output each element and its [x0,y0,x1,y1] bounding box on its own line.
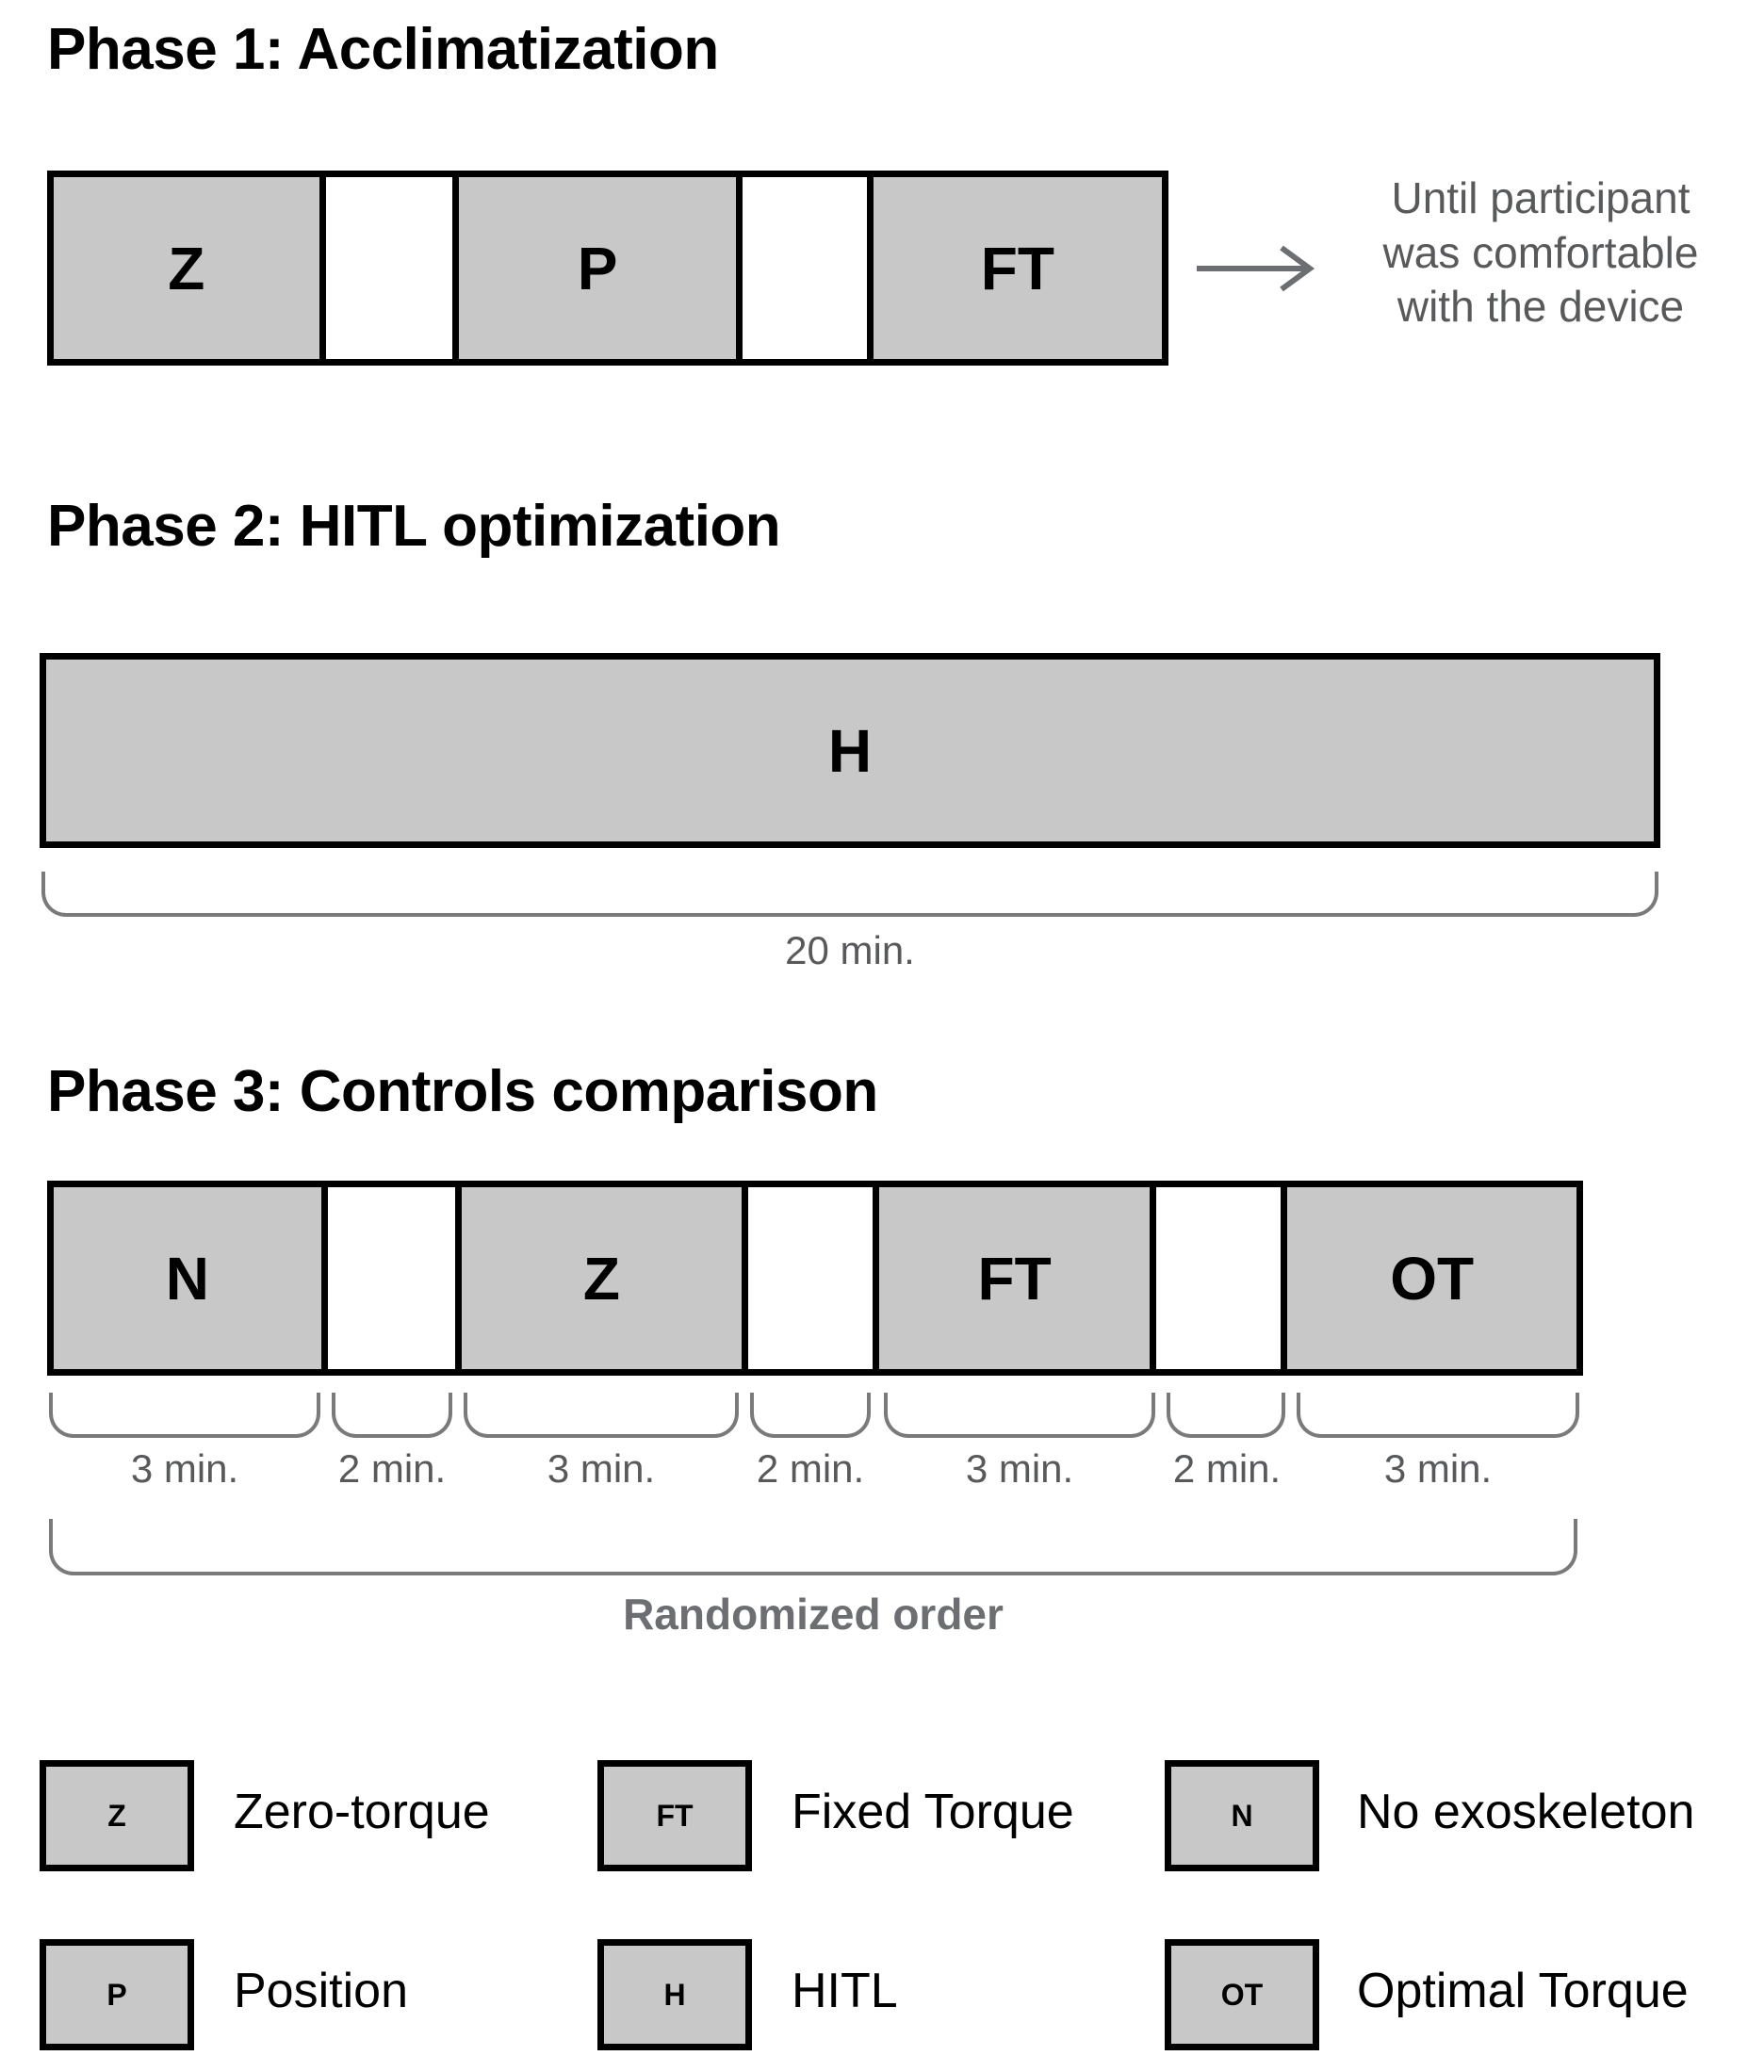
phase-3-brace-4 [750,1393,871,1438]
phase-3-brace-5 [884,1393,1155,1438]
legend-box-ft: FT [597,1760,752,1871]
phase-1-segment-gap-1[interactable] [325,177,459,359]
phase-3-segment-gap-3[interactable] [1155,1187,1288,1369]
legend-label-ot: Optimal Torque [1357,1964,1689,2018]
legend-box-ot: OT [1165,1939,1319,2050]
phase-3-brace-3 [464,1393,739,1438]
legend-label-n: No exoskeleton [1357,1785,1695,1839]
phase-1-segment-ft[interactable]: FT [873,177,1162,359]
phase-3-duration-label-5: 3 min. [965,1446,1074,1491]
phase-3-overall-label: Randomized order [623,1590,1004,1639]
phase-3-brace-1 [49,1393,320,1438]
phase-1-segment-p[interactable]: P [458,177,743,359]
legend-box-p: P [40,1939,194,2050]
phase-1-timeline-bar: Z P FT [47,171,1168,366]
phase-3-segment-gap-1[interactable] [327,1187,463,1369]
phase-1-segment-z[interactable]: Z [54,177,326,359]
phase-3-brace-7 [1297,1393,1579,1438]
phase-3-duration-label-2: 2 min. [337,1446,447,1491]
phase-3-title: Phase 3: Controls comparison [47,1059,878,1124]
phase-1-title: Phase 1: Acclimatization [47,17,719,82]
phase-3-segment-n[interactable]: N [54,1187,328,1369]
phase-3-timeline-bar: N Z FT OT [47,1181,1583,1376]
phase-3-brace-2 [332,1393,452,1438]
phase-3-segment-gap-2[interactable] [747,1187,880,1369]
legend-label-p: Position [234,1964,408,2018]
phase-3-duration-label-1: 3 min. [130,1446,239,1491]
phase-3-duration-label-4: 2 min. [756,1446,865,1491]
legend-label-ft: Fixed Torque [792,1785,1074,1839]
phase-3-brace-6 [1167,1393,1285,1438]
legend-box-z: Z [40,1760,194,1871]
phase-3-duration-label-6: 2 min. [1172,1446,1282,1491]
phase-3-duration-label-7: 3 min. [1383,1446,1493,1491]
phase-3-segment-ft[interactable]: FT [879,1187,1156,1369]
phase-2-duration-label: 20 min. [785,928,915,972]
legend-box-n: N [1165,1760,1319,1871]
phase-2-title: Phase 2: HITL optimization [47,494,781,559]
phase-2-timeline-bar: H [40,653,1660,848]
legend-label-h: HITL [792,1964,898,2018]
arrow-right-icon [1195,243,1317,294]
phase-2-segment-h[interactable]: H [46,660,1654,841]
phase-1-segment-gap-2[interactable] [743,177,874,359]
phase-2-duration-brace [41,872,1658,917]
phase-3-overall-brace [49,1519,1577,1575]
phase-3-duration-label-3: 3 min. [547,1446,656,1491]
legend-box-h: H [597,1939,752,2050]
phase-1-note: Until participant was comfortable with t… [1382,173,1699,331]
legend-label-z: Zero-torque [234,1785,490,1839]
phase-3-segment-ot[interactable]: OT [1287,1187,1576,1369]
phase-3-segment-z[interactable]: Z [462,1187,748,1369]
